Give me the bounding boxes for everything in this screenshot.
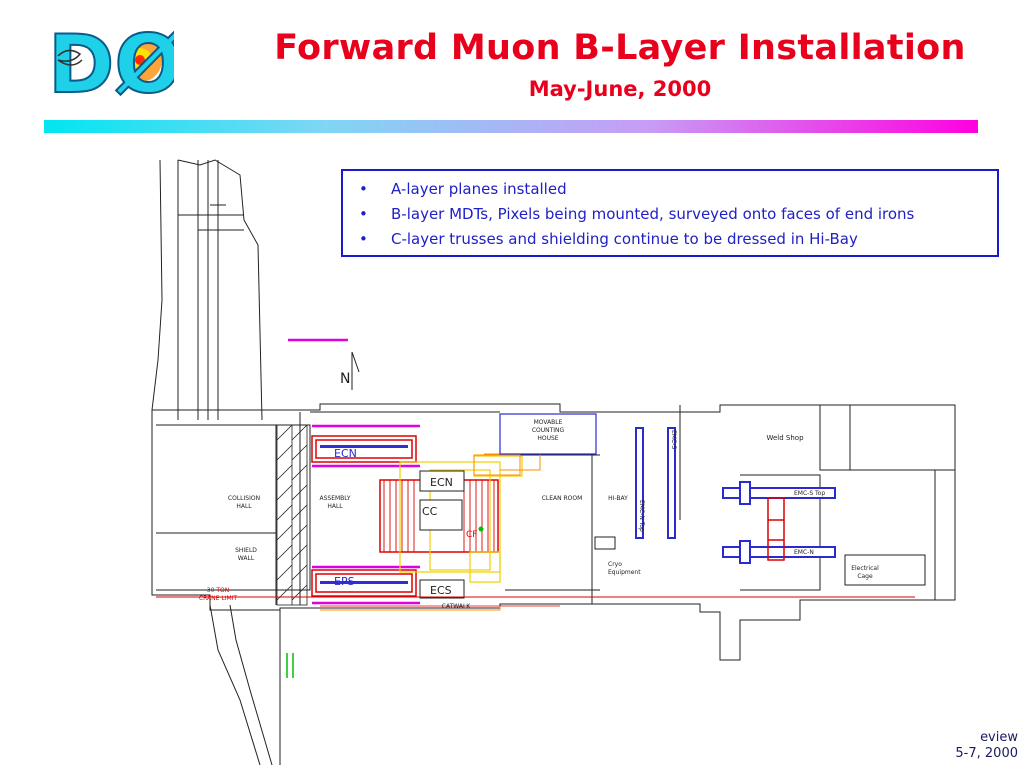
label-crane-1: 30 TON bbox=[207, 587, 229, 594]
label-counting-house-1: MOVABLE bbox=[534, 419, 563, 426]
label-counting-house-3: HOUSE bbox=[537, 435, 558, 442]
label-assembly-hall-1: ASSEMBLY bbox=[319, 495, 350, 502]
page-title: Forward Muon B-Layer Installation bbox=[274, 28, 966, 68]
label-ecn-top: ECN bbox=[430, 476, 453, 489]
label-electrical-1: Electrical bbox=[851, 565, 879, 572]
label-collision-hall-2: HALL bbox=[236, 503, 252, 510]
gradient-divider bbox=[44, 120, 978, 133]
footer-line-2: 5-7, 2000 bbox=[955, 746, 1018, 761]
bullet-dot-icon: • bbox=[359, 230, 368, 248]
d0-logo: DØ bbox=[47, 17, 174, 100]
bullet-item: •C-layer trusses and shielding continue … bbox=[343, 227, 997, 252]
label-cryo-1: Cryo bbox=[608, 561, 622, 568]
label-clean-room: CLEAN ROOM bbox=[542, 495, 583, 502]
label-crane-2: CRANE LIMIT bbox=[199, 595, 237, 602]
label-counting-house-2: COUNTING bbox=[532, 427, 565, 434]
bullet-item: •A-layer planes installed bbox=[343, 177, 997, 202]
label-ecs: ECS bbox=[430, 584, 452, 597]
label-emc-n-bot: EMC-N bbox=[794, 549, 814, 556]
footer-line-1: eview bbox=[980, 730, 1018, 745]
status-notes: •A-layer planes installed •B-layer MDTs,… bbox=[341, 169, 999, 257]
label-weld-shop: Weld Shop bbox=[766, 434, 804, 442]
label-cf: CF bbox=[466, 530, 477, 540]
label-collision-hall-1: COLLISION bbox=[228, 495, 260, 502]
label-ecn: ECN bbox=[334, 447, 357, 460]
north-label: N bbox=[340, 371, 350, 387]
label-cc: CC bbox=[422, 505, 438, 518]
label-electrical-2: Cage bbox=[857, 573, 873, 580]
floor-plan: N COLLISION HALL ASSEMBLY HALL SHIELD WA… bbox=[151, 159, 956, 766]
label-assembly-hall-2: HALL bbox=[327, 503, 343, 510]
label-shield-wall-1: SHIELD bbox=[235, 547, 257, 554]
label-emc-n-top: EMC-N Top bbox=[638, 500, 645, 532]
label-catwalk: CATWALK bbox=[442, 603, 472, 610]
logo-text: DØ bbox=[48, 18, 174, 100]
page-subtitle: May-June, 2000 bbox=[528, 77, 712, 101]
bullet-item: •B-layer MDTs, Pixels being mounted, sur… bbox=[343, 202, 997, 227]
label-emc-s-top: EMC-S Top bbox=[794, 490, 825, 497]
bullet-dot-icon: • bbox=[359, 205, 368, 223]
label-emc-s-vert: EMC-S bbox=[670, 430, 677, 449]
label-cryo-2: Equipment bbox=[608, 569, 641, 576]
label-hi-bay: HI-BAY bbox=[608, 495, 628, 502]
bullet-dot-icon: • bbox=[359, 180, 368, 198]
label-shield-wall-2: WALL bbox=[238, 555, 255, 562]
label-eps: EPS bbox=[334, 575, 355, 588]
